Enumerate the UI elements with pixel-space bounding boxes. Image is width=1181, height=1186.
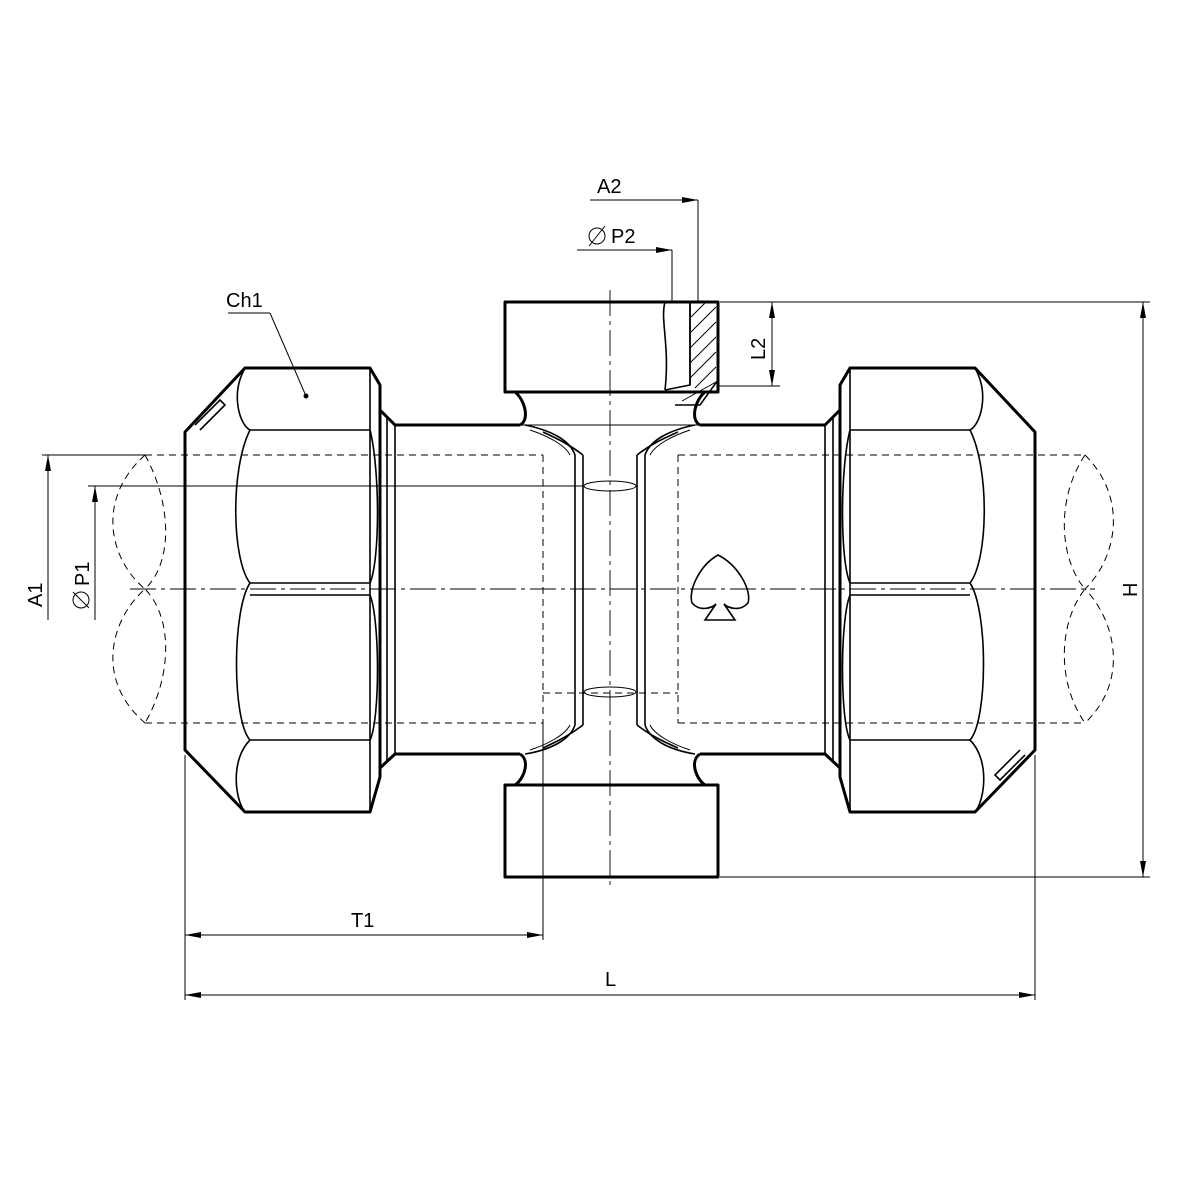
label-ch1: Ch1 <box>226 290 263 312</box>
label-l2: L2 <box>748 338 770 360</box>
dimension-a2 <box>590 197 698 203</box>
center-tee <box>503 300 720 879</box>
leader-ch1 <box>228 312 309 399</box>
dimension-p2 <box>577 247 672 253</box>
extension-lines <box>42 200 1150 1000</box>
diameter-icon <box>588 225 606 247</box>
dimension-l2 <box>769 302 775 386</box>
left-nut <box>183 366 382 814</box>
label-t1: T1 <box>351 910 374 932</box>
dimension-t1 <box>185 932 543 938</box>
dimension-h <box>1140 302 1146 877</box>
label-p1: P1 <box>72 562 94 586</box>
dimension-p1 <box>92 486 98 620</box>
left-body <box>378 408 520 770</box>
label-l: L <box>605 969 616 991</box>
centerlines <box>130 290 1095 890</box>
label-p2: P2 <box>611 226 635 248</box>
dimension-l <box>185 992 1035 998</box>
label-h: H <box>1120 583 1142 597</box>
spade-logo-icon <box>690 554 750 621</box>
right-nut <box>838 366 1037 814</box>
diameter-icon <box>72 591 90 609</box>
label-a2: A2 <box>597 176 621 198</box>
label-a1: A1 <box>25 583 47 607</box>
dimension-a1 <box>45 455 51 620</box>
thread-section <box>662 301 719 406</box>
right-body <box>700 408 842 770</box>
